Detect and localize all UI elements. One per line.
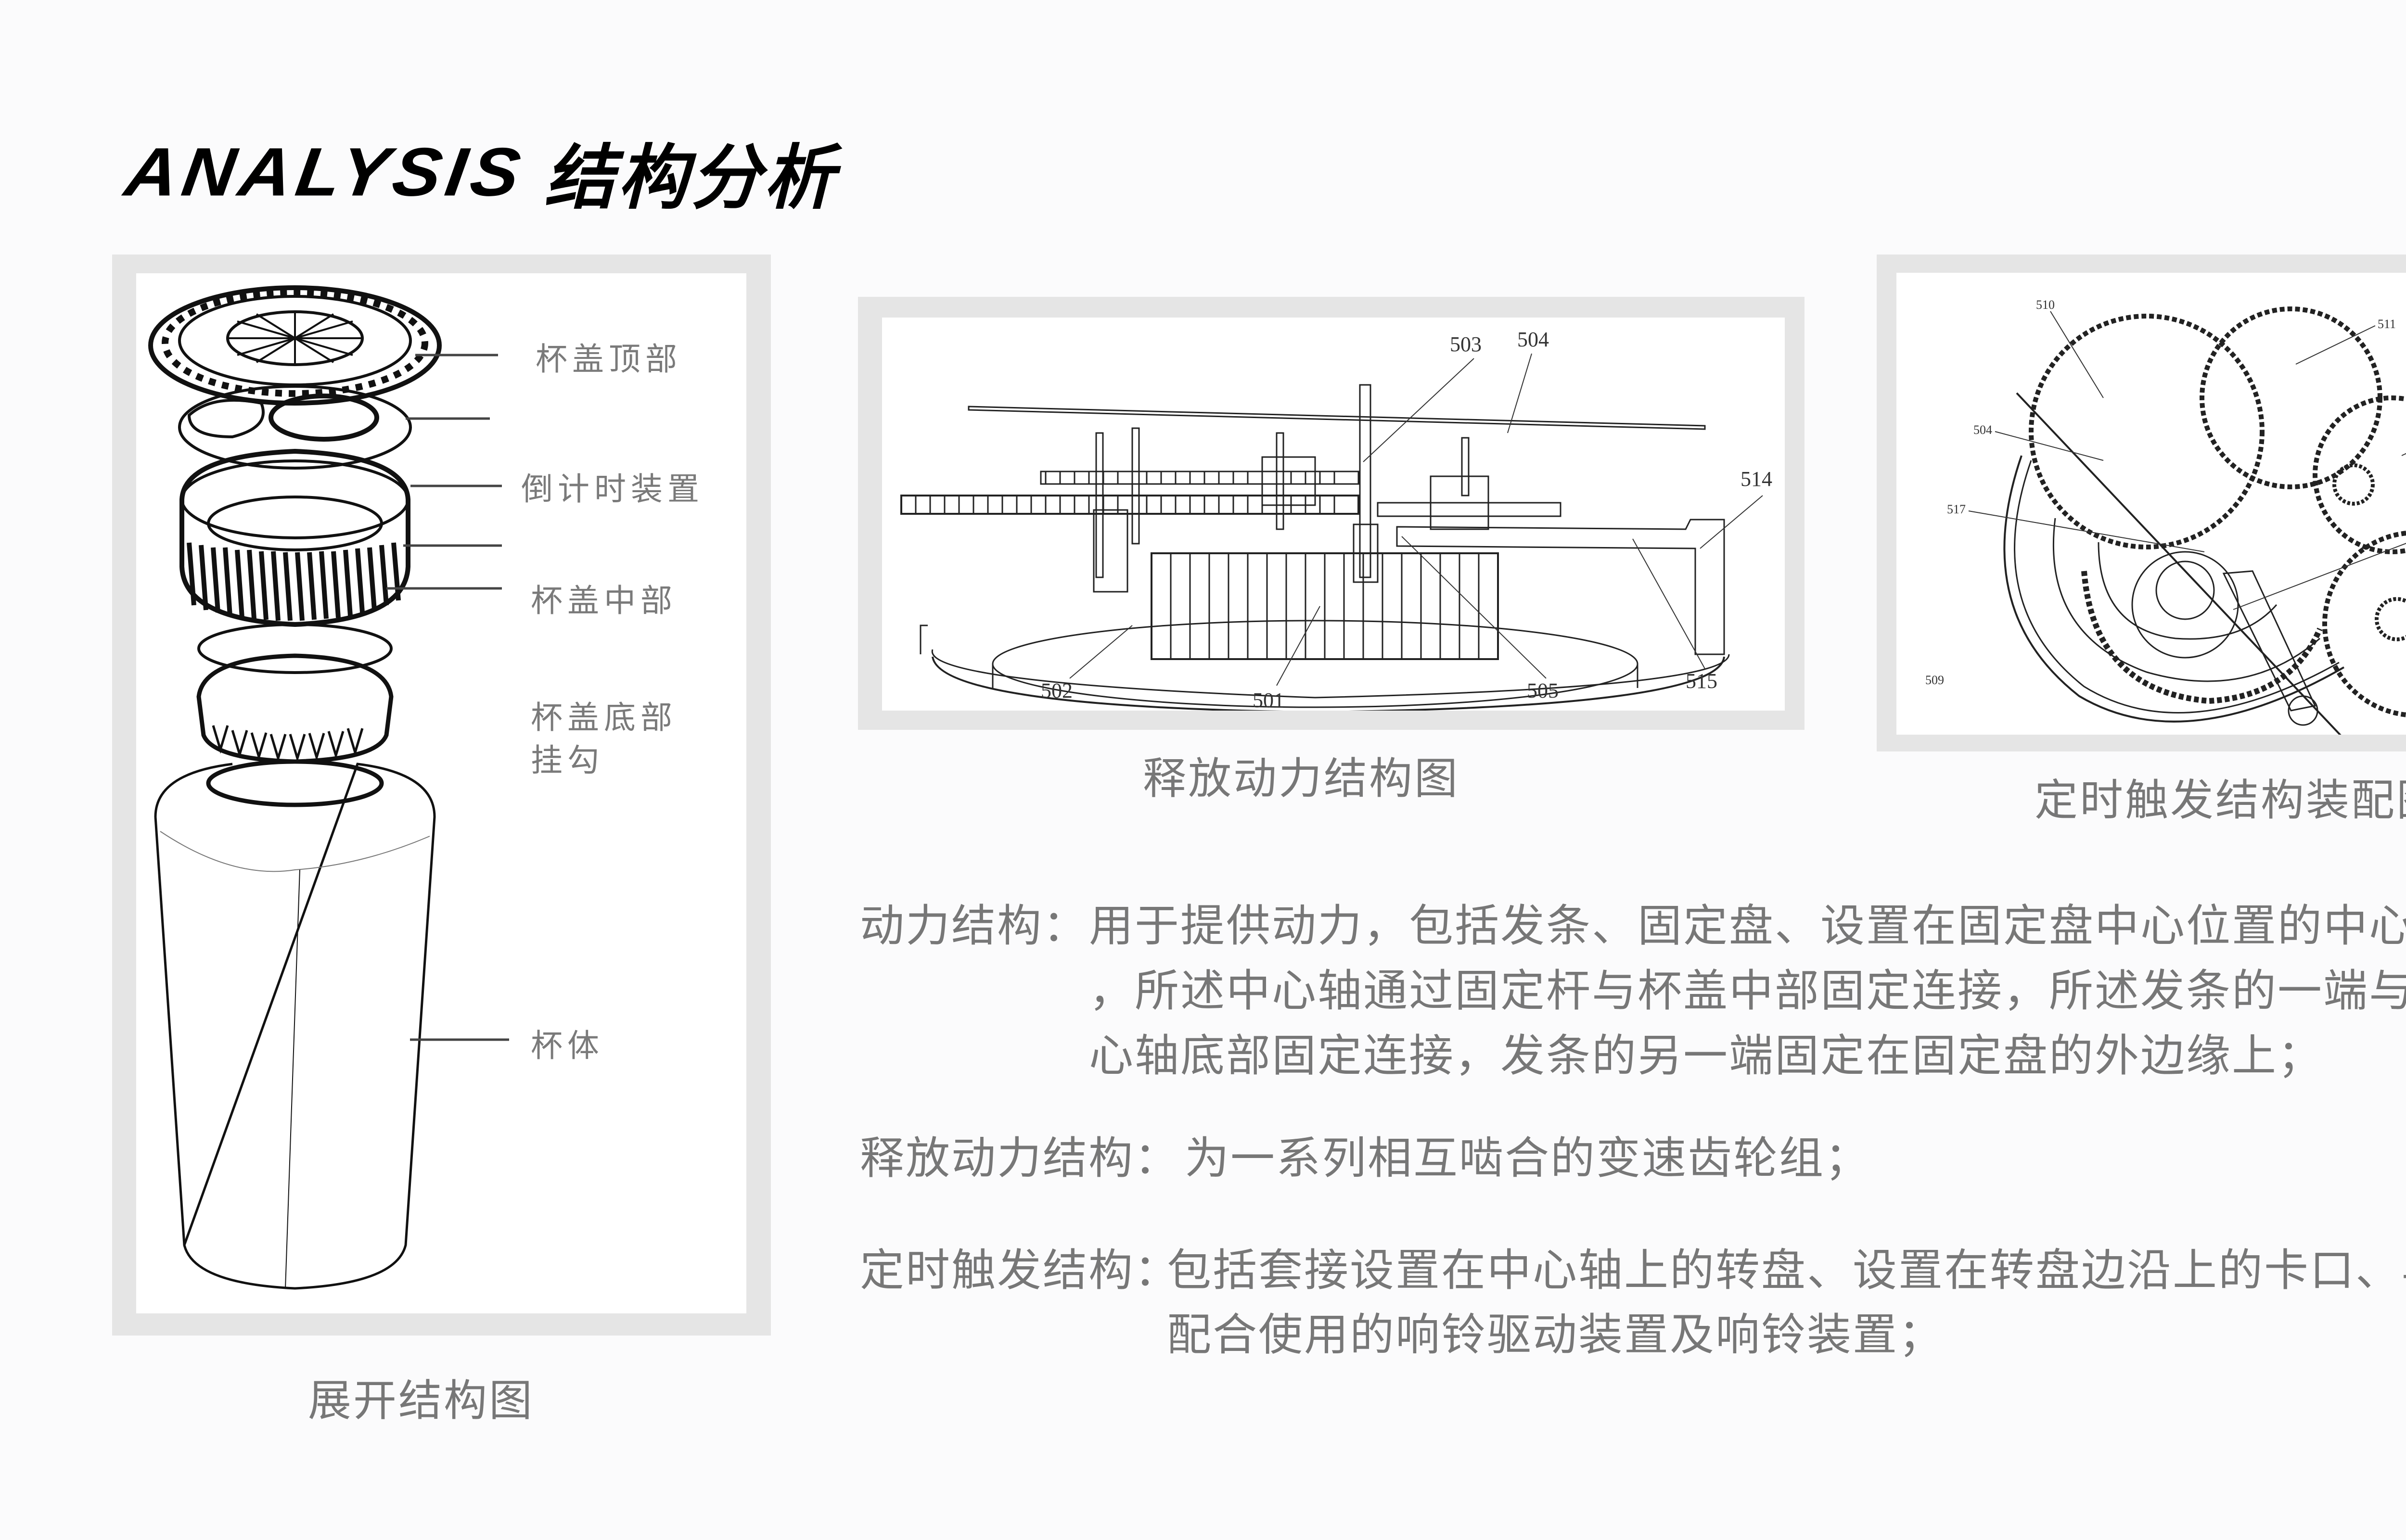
- power-structure-line-1: 用于提供动力，包括发条、固定盘、设置在固定盘中心位置的中心轴: [1089, 900, 2406, 952]
- callout-503: 503: [1450, 332, 1482, 356]
- timer-structure-line-1: 包括套接设置在中心轴上的转盘、设置在转盘边沿上的卡口、与卡口: [1167, 1245, 2406, 1296]
- callout-504: 504: [1517, 328, 1549, 351]
- callout-511: 511: [2378, 317, 2396, 331]
- power-structure-line-2: ，所述中心轴通过固定杆与杯盖中部固定连接，所述发条的一端与中: [1089, 965, 2406, 1017]
- callout-517: 517: [1947, 502, 1966, 516]
- caption-exploded: 展开结构图: [308, 1375, 534, 1426]
- release-figure: 503 504 514 502 501 505 515: [882, 318, 1785, 711]
- label-lid-bottom: 杯盖底部: [531, 699, 677, 736]
- release-structure-label: 释放动力结构：: [860, 1133, 1180, 1184]
- timer-structure-label: 定时触发结构：: [860, 1245, 1180, 1296]
- exploded-figure: [136, 273, 746, 1313]
- exploded-cup-drawing: [148, 285, 509, 1290]
- caption-timer: 定时触发结构装配图: [2035, 775, 2406, 826]
- callout-502: 502: [1041, 679, 1073, 702]
- callout-504: 504: [1973, 423, 1992, 437]
- release-structure-line-1: 为一系列相互啮合的变速齿轮组；: [1185, 1133, 1871, 1184]
- callout-505: 505: [1527, 679, 1559, 702]
- power-structure-line-3: 心轴底部固定连接，发条的另一端固定在固定盘的外边缘上；: [1089, 1030, 2324, 1082]
- callout-510: 510: [2036, 298, 2055, 312]
- page-title: ANALYSIS 结构分析: [120, 131, 837, 219]
- label-hook: 挂勾: [531, 742, 604, 779]
- caption-release: 释放动力结构图: [1143, 753, 1459, 804]
- power-structure-label: 动力结构：: [860, 900, 1089, 952]
- label-lid-top: 杯盖顶部: [536, 341, 682, 378]
- callout-515: 515: [1686, 669, 1717, 693]
- release-figure-frame: 503 504 514 502 501 505 515: [858, 297, 1804, 730]
- callout-514: 514: [1741, 467, 1772, 491]
- callout-509: 509: [1925, 673, 1944, 687]
- release-gear-drawing: 503 504 514 502 501 505 515: [900, 328, 1772, 711]
- label-lid-middle: 杯盖中部: [531, 582, 677, 619]
- label-countdown-device: 倒计时装置: [521, 471, 704, 508]
- timer-figure-frame: 510 511 512 504 506 517 513 509 503 516 …: [1877, 255, 2406, 751]
- timer-gear-drawing: 510 511 512 504 506 517 513 509 503 516 …: [1925, 298, 2406, 735]
- exploded-figure-frame: [112, 255, 771, 1336]
- label-cup-body: 杯体: [531, 1027, 604, 1064]
- timer-structure-line-2: 配合使用的响铃驱动装置及响铃装置；: [1167, 1309, 1945, 1361]
- title-english: ANALYSIS: [120, 133, 530, 210]
- title-chinese: 结构分析: [544, 137, 837, 219]
- callout-501: 501: [1253, 688, 1284, 711]
- timer-figure: 510 511 512 504 506 517 513 509 503 516 …: [1896, 273, 2406, 735]
